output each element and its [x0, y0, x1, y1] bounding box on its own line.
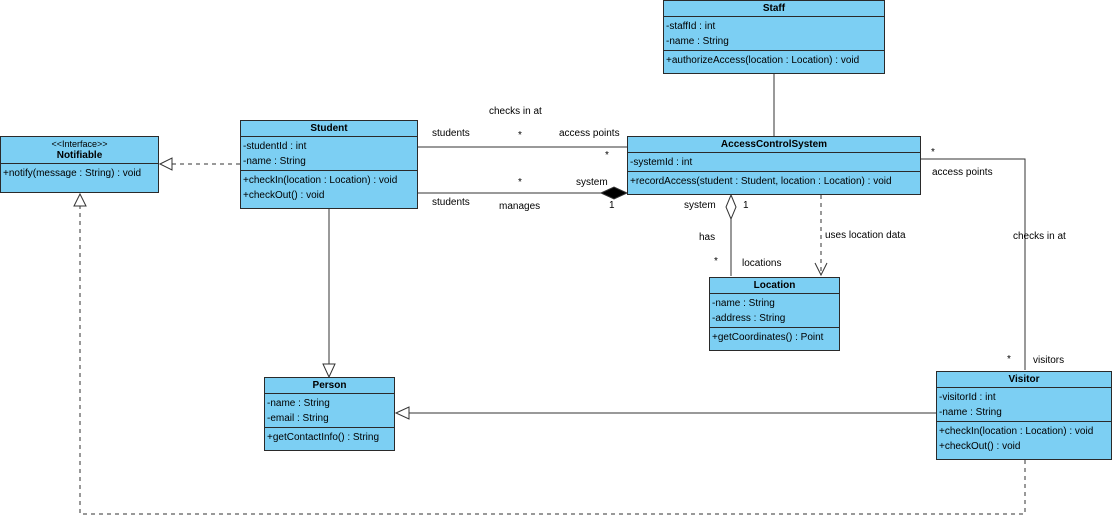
- staff-class[interactable]: Staff -staffId : int -name : String +aut…: [663, 0, 885, 74]
- notifiable-interface[interactable]: <<Interface>> Notifiable +notify(message…: [0, 136, 159, 193]
- attribute: -name : String: [712, 298, 775, 309]
- multiplicity-label: *: [1007, 354, 1011, 365]
- operation: +checkIn(location : Location) : void: [243, 175, 398, 186]
- role-label: students: [432, 128, 470, 139]
- operations-compartment: +getCoordinates() : Point: [710, 328, 839, 346]
- operations-compartment: +recordAccess(student : Student, locatio…: [628, 172, 920, 190]
- aggregation-diamond: [725, 193, 737, 221]
- role-label: students: [432, 197, 470, 208]
- class-name: AccessControlSystem: [628, 137, 920, 153]
- multiplicity-label: 1: [609, 200, 615, 211]
- dependency-label: uses location data: [825, 230, 906, 241]
- operation: +recordAccess(student : Student, locatio…: [630, 176, 892, 187]
- attributes-compartment: -name : String -email : String: [265, 394, 394, 428]
- attribute: -staffId : int: [666, 21, 716, 32]
- class-name: Person: [265, 378, 394, 394]
- student-class[interactable]: Student -studentId : int -name : String …: [240, 120, 418, 209]
- attribute: -studentId : int: [243, 141, 307, 152]
- operations-compartment: +checkIn(location : Location) : void +ch…: [937, 422, 1111, 455]
- operation: +getContactInfo() : String: [267, 432, 380, 443]
- multiplicity-label: *: [605, 150, 609, 161]
- multiplicity-label: *: [714, 256, 718, 267]
- visitor-class[interactable]: Visitor -visitorId : int -name : String …: [936, 371, 1112, 460]
- role-label: access points: [559, 128, 620, 139]
- operations-compartment: +notify(message : String) : void: [1, 164, 158, 182]
- association-name-label: checks in at: [1013, 231, 1066, 242]
- attributes-compartment: -name : String -address : String: [710, 294, 839, 328]
- association-name-label: checks in at: [489, 106, 542, 117]
- association-name-label: has: [699, 232, 716, 243]
- multiplicity-label: 1: [743, 200, 749, 211]
- class-name: Staff: [664, 1, 884, 17]
- attribute: -systemId : int: [630, 157, 693, 168]
- operations-compartment: +checkIn(location : Location) : void +ch…: [241, 171, 417, 204]
- person-class[interactable]: Person -name : String -email : String +g…: [264, 377, 395, 451]
- attributes-compartment: -staffId : int -name : String: [664, 17, 884, 51]
- attribute: -visitorId : int: [939, 392, 996, 403]
- acs-visitor-association: [921, 158, 1026, 370]
- role-label: access points: [932, 167, 993, 178]
- operation: +checkOut() : void: [243, 190, 325, 201]
- attributes-compartment: -systemId : int: [628, 153, 920, 172]
- attribute: -name : String: [666, 36, 729, 47]
- role-label: locations: [742, 258, 782, 269]
- class-name: Location: [710, 278, 839, 294]
- operation: +checkOut() : void: [939, 441, 1021, 452]
- role-label: system: [684, 200, 716, 211]
- operations-compartment: +authorizeAccess(location : Location) : …: [664, 51, 884, 69]
- generalization-arrowhead-visitor: [394, 406, 410, 420]
- class-name: Notifiable: [56, 150, 103, 161]
- realization-arrowhead-student: [158, 157, 173, 171]
- visitor-notifiable-realization: [79, 206, 1026, 515]
- operations-compartment: +getContactInfo() : String: [265, 428, 394, 446]
- interface-header: <<Interface>> Notifiable: [1, 137, 158, 164]
- class-name: Visitor: [937, 372, 1111, 388]
- location-class[interactable]: Location -name : String -address : Strin…: [709, 277, 840, 351]
- attribute: -address : String: [712, 313, 786, 324]
- attribute: -name : String: [939, 407, 1002, 418]
- attribute: -email : String: [267, 413, 329, 424]
- access-control-system-class[interactable]: AccessControlSystem -systemId : int +rec…: [627, 136, 921, 195]
- operation: +getCoordinates() : Point: [712, 332, 824, 343]
- attribute: -name : String: [243, 156, 306, 167]
- multiplicity-label: *: [518, 130, 522, 141]
- operation: +checkIn(location : Location) : void: [939, 426, 1094, 437]
- association-name-label: manages: [499, 201, 541, 212]
- role-label: system: [576, 177, 608, 188]
- class-name: Student: [241, 121, 417, 137]
- attribute: -name : String: [267, 398, 330, 409]
- multiplicity-label: *: [931, 147, 935, 158]
- dependency-arrowhead: [814, 262, 828, 277]
- attributes-compartment: -visitorId : int -name : String: [937, 388, 1111, 422]
- role-label: visitors: [1033, 355, 1065, 366]
- multiplicity-label: *: [518, 177, 522, 188]
- operation: +notify(message : String) : void: [3, 168, 142, 179]
- stereotype: <<Interface>>: [51, 139, 108, 149]
- realization-arrowhead-visitor: [73, 192, 87, 207]
- attributes-compartment: -studentId : int -name : String: [241, 137, 417, 171]
- operation: +authorizeAccess(location : Location) : …: [666, 55, 860, 66]
- generalization-arrowhead-student: [322, 363, 336, 379]
